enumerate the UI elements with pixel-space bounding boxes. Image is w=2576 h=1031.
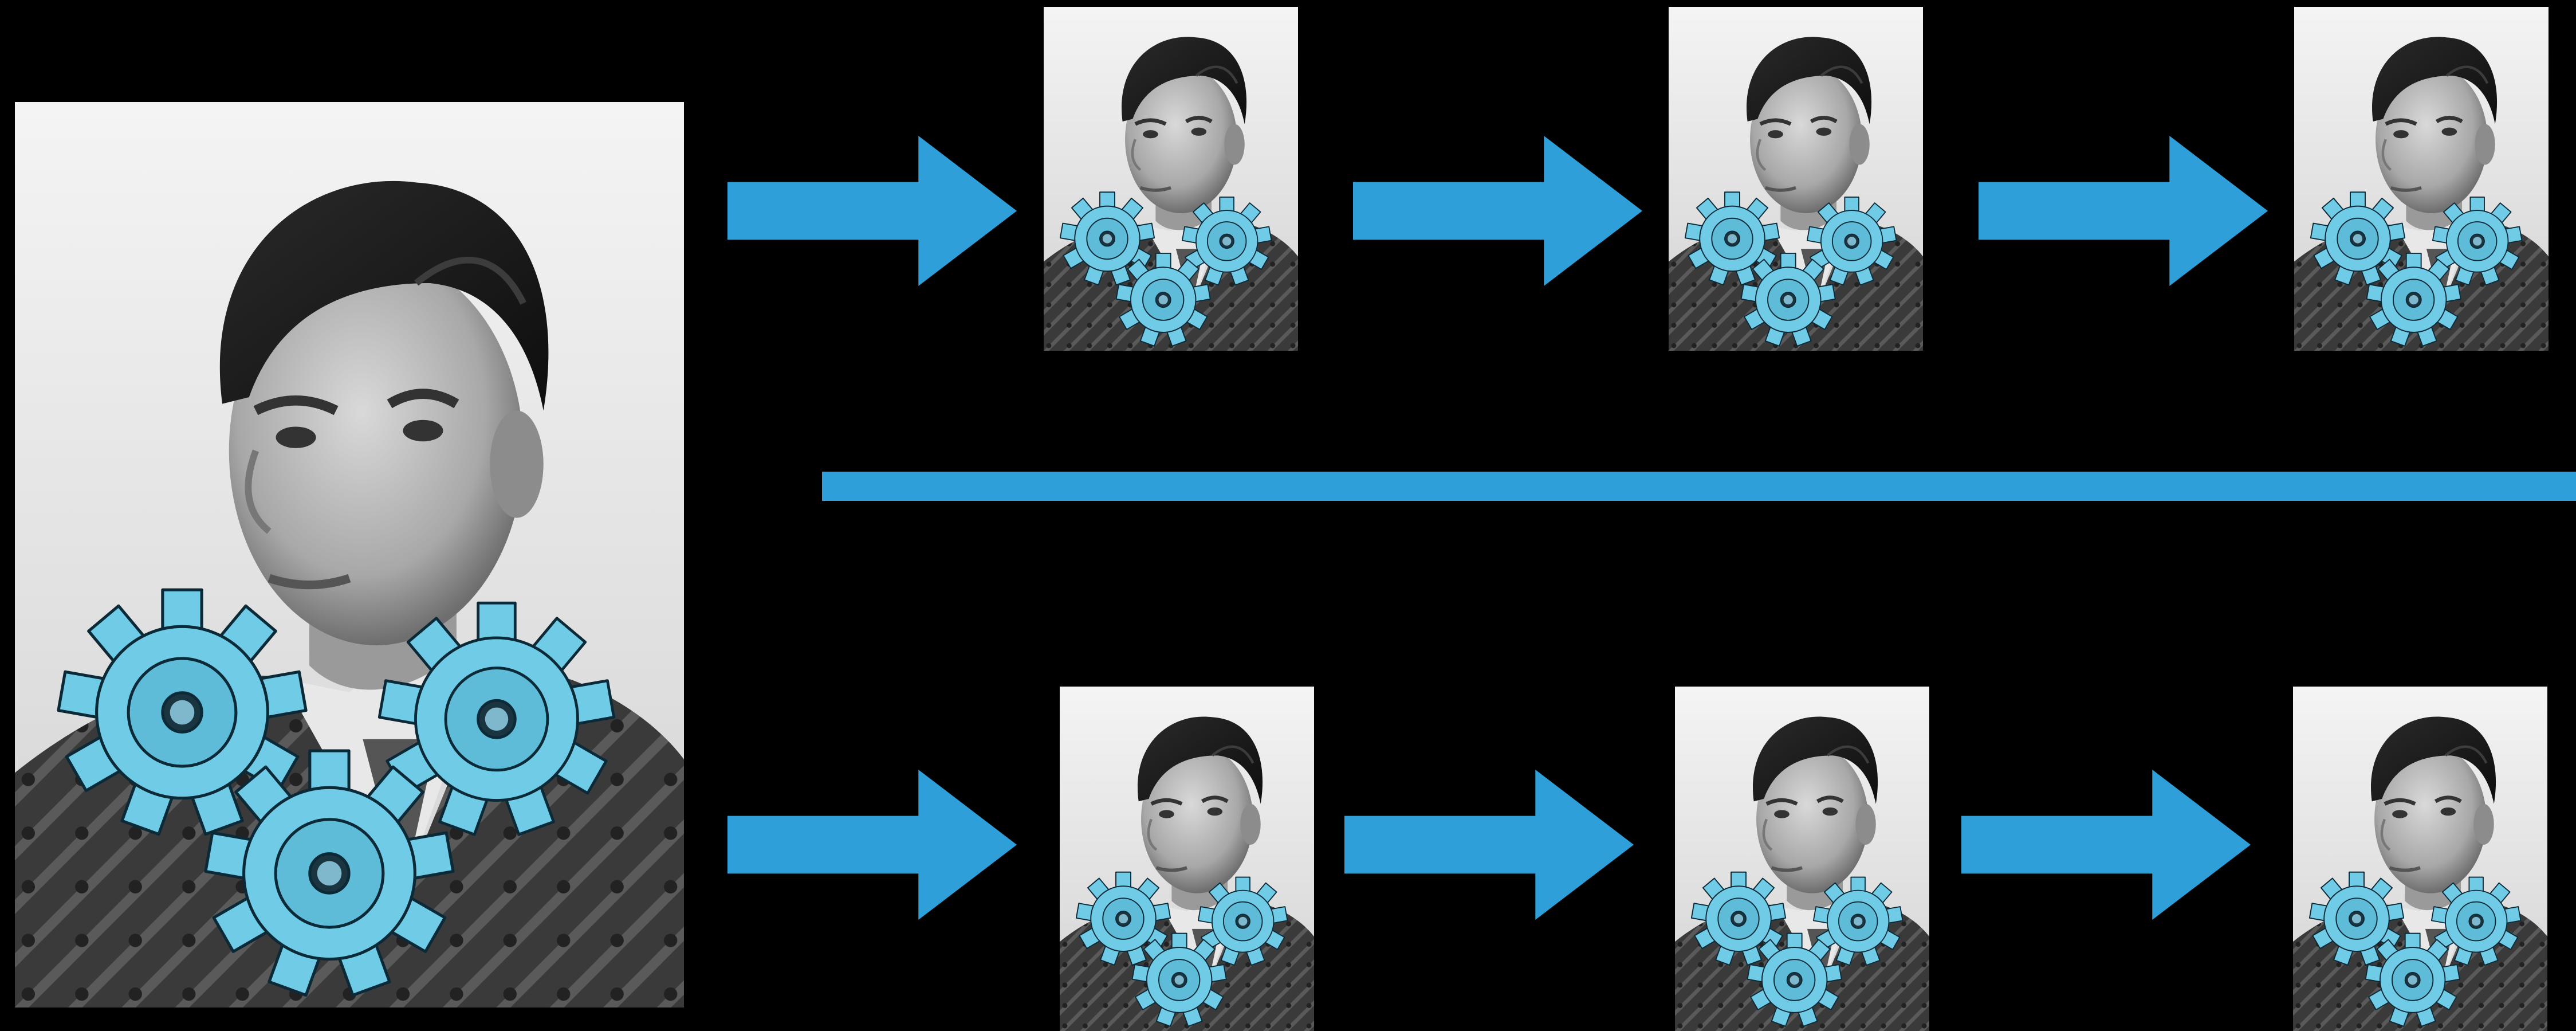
photo-copy — [1044, 7, 1298, 351]
photo-copy — [1675, 687, 1929, 1031]
right-arrow-icon — [1961, 770, 2251, 920]
photo-copy — [1669, 7, 1923, 351]
right-arrow-icon — [1353, 136, 1642, 286]
photo-copy — [1060, 687, 1314, 1031]
right-arrow-icon — [727, 136, 1017, 286]
horizontal-divider — [822, 472, 2576, 501]
top-row — [727, 7, 2549, 351]
photo-copy — [2293, 687, 2547, 1031]
right-arrow-icon — [727, 770, 1017, 920]
right-arrow-icon — [1979, 136, 2268, 286]
source-portrait-image — [15, 102, 684, 1008]
photo-copy — [2294, 7, 2549, 351]
bottom-row — [727, 687, 2547, 1031]
source-photo — [15, 102, 684, 1008]
right-arrow-icon — [1344, 770, 1634, 920]
